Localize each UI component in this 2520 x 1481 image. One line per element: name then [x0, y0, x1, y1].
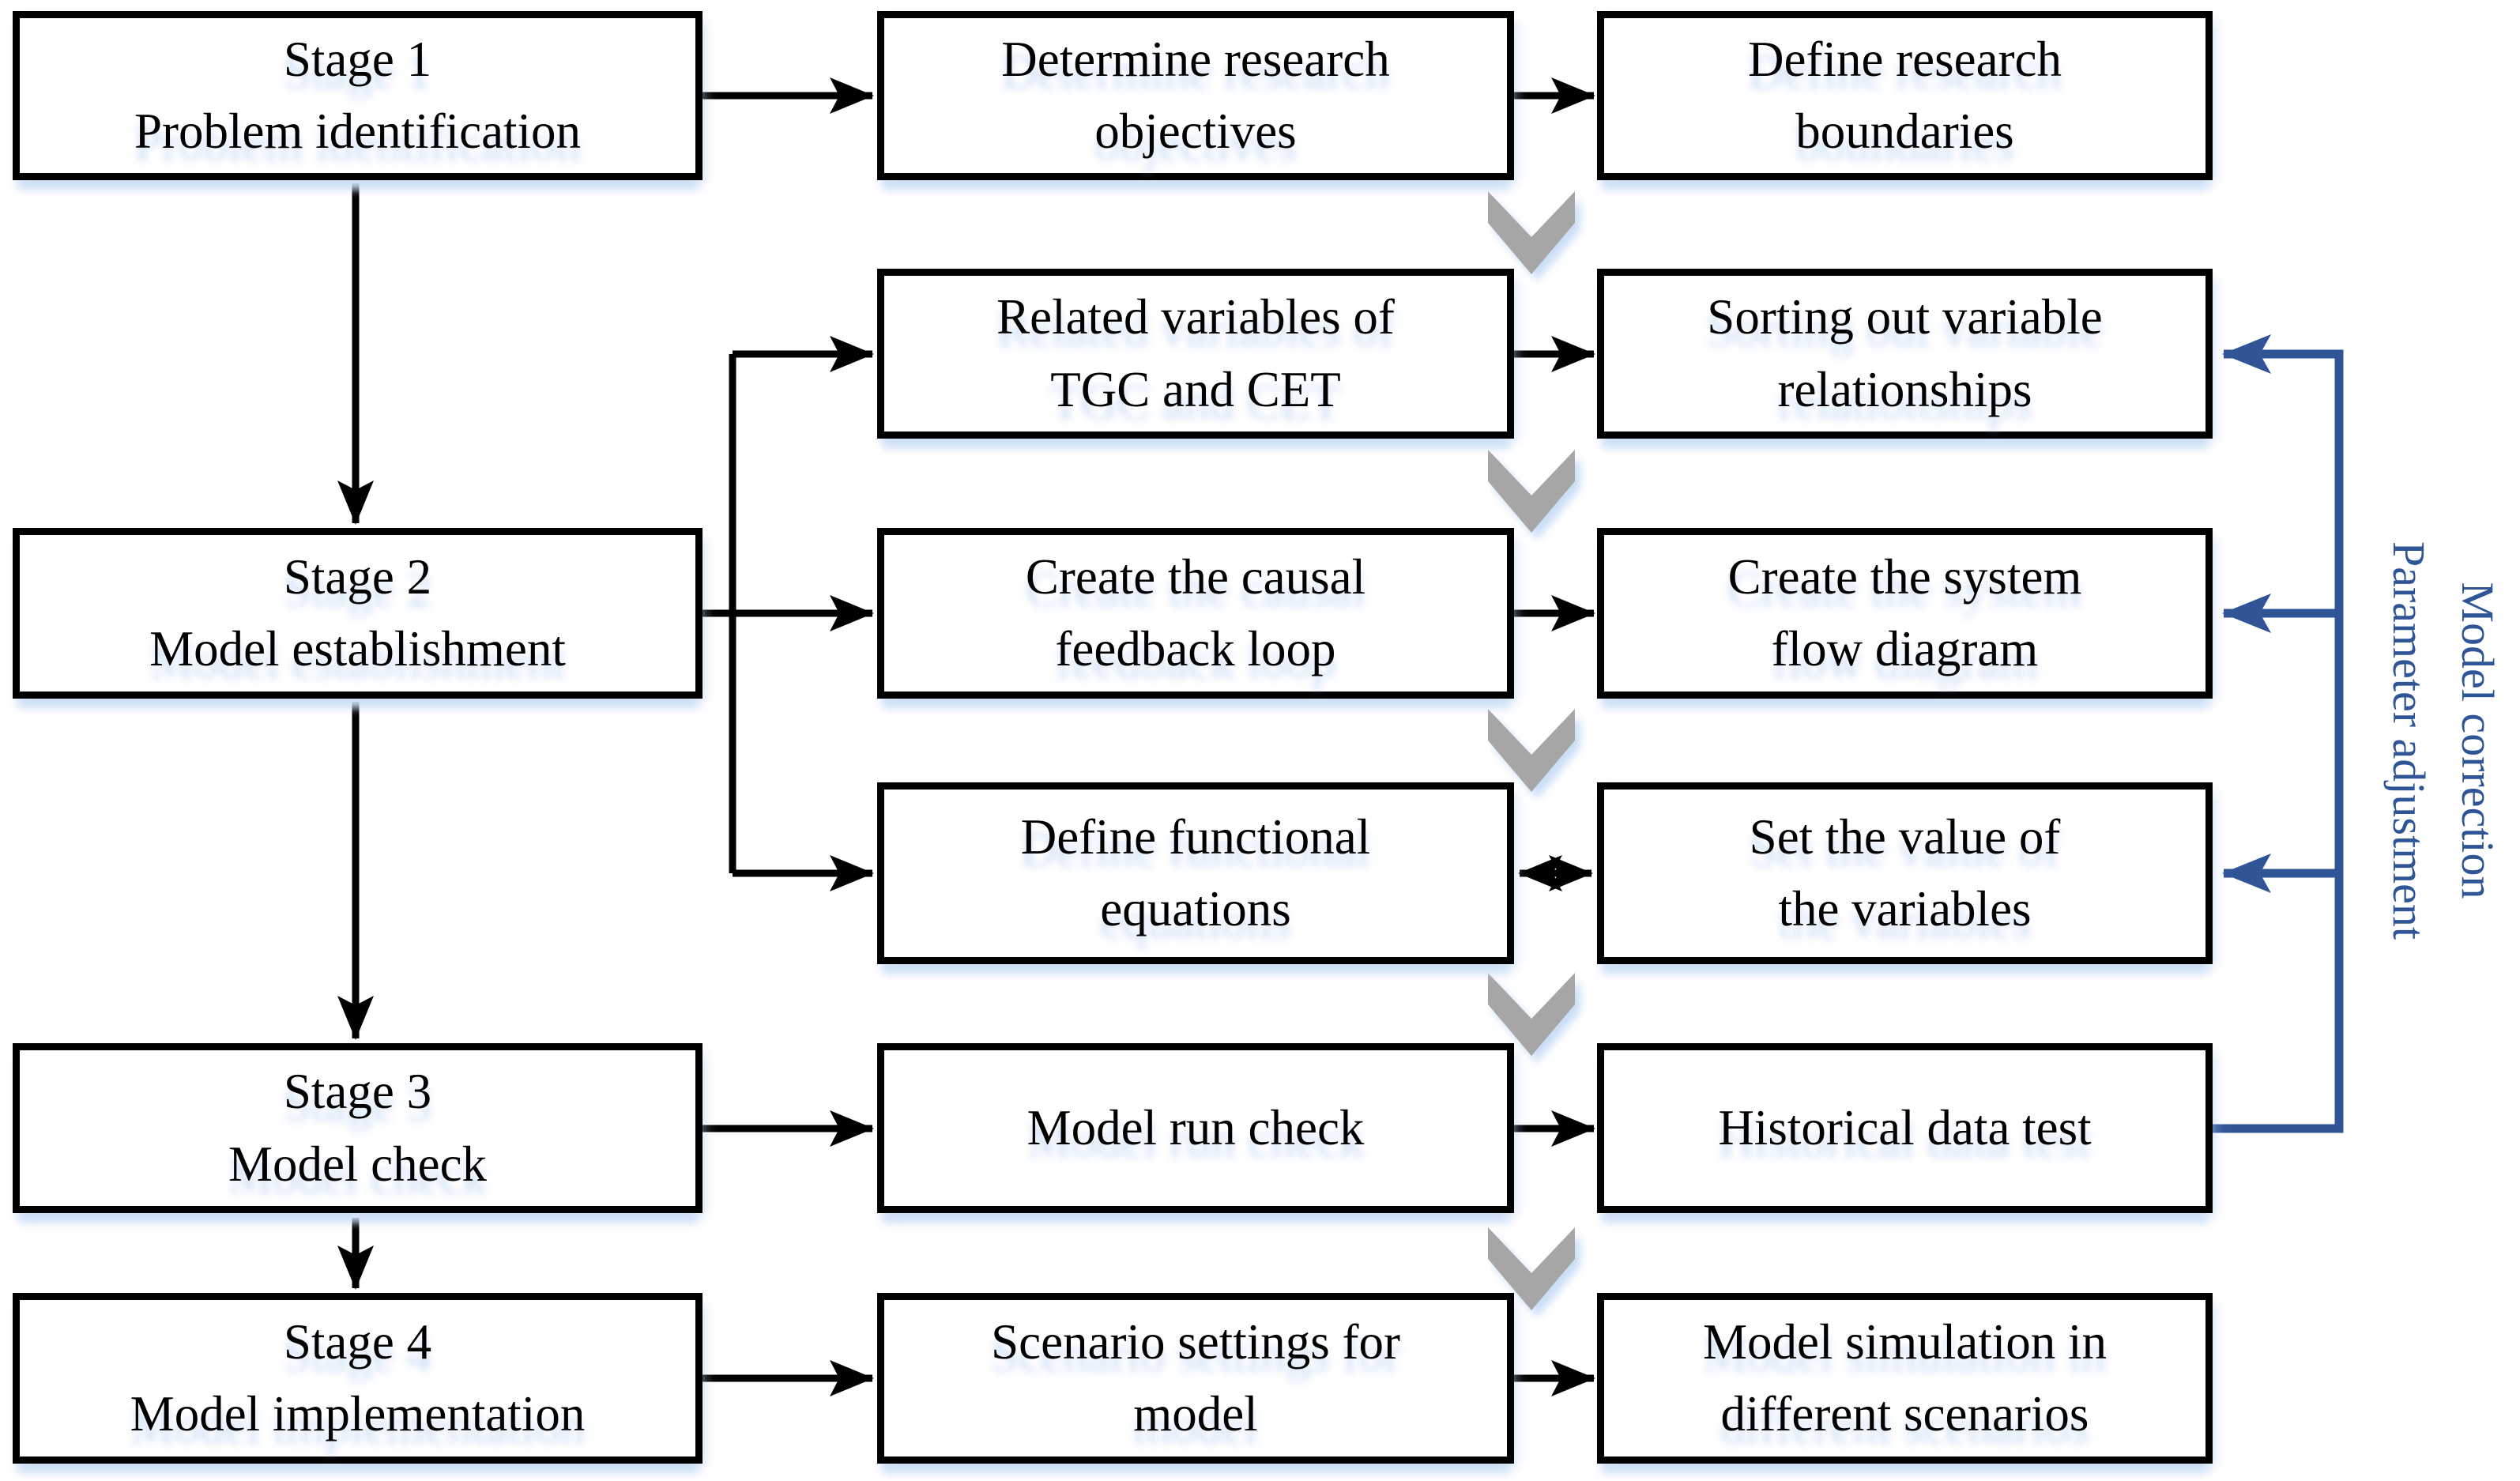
- chevron-down-icon: [1488, 973, 1575, 1056]
- box-scenario-settings-for-model: Scenario settings for model: [877, 1293, 1514, 1464]
- feedback-lines: [2213, 334, 2344, 1133]
- box-model-run-check: Model run check: [877, 1043, 1514, 1213]
- box-create-system-flow-diagram: Create the system flow diagram: [1597, 528, 2213, 699]
- box-create-causal-feedback-loop: Create the causal feedback loop: [877, 528, 1514, 699]
- box-stage3-model-check: Stage 3 Model check: [13, 1043, 703, 1213]
- chevron-down-icon: [1488, 709, 1575, 792]
- chevron-group: [1488, 191, 1575, 1310]
- box-model-simulation-different-scenarios: Model simulation in different scenarios: [1597, 1293, 2213, 1464]
- chevron-down-icon: [1488, 450, 1575, 533]
- feedback-arrow-to-r2: [2213, 334, 2344, 1133]
- box-historical-data-test: Historical data test: [1597, 1043, 2213, 1213]
- box-stage4-model-implementation: Stage 4 Model implementation: [13, 1293, 703, 1464]
- feedback-label-model-correction-parameter-adjustment: Model correction Parameter adjustment: [2383, 541, 2503, 940]
- box-define-functional-equations: Define functional equations: [877, 782, 1514, 964]
- box-stage2-model-establishment: Stage 2 Model establishment: [13, 528, 703, 699]
- box-define-research-boundaries: Define research boundaries: [1597, 11, 2213, 180]
- box-sorting-out-variable-relationships: Sorting out variable relationships: [1597, 269, 2213, 439]
- box-set-value-of-variables: Set the value of the variables: [1597, 782, 2213, 964]
- box-related-variables-tgc-cet: Related variables of TGC and CET: [877, 269, 1514, 439]
- chevron-down-icon: [1488, 191, 1575, 274]
- box-determine-research-objectives: Determine research objectives: [877, 11, 1514, 180]
- chevron-down-icon: [1488, 1227, 1575, 1310]
- box-stage1-problem-identification: Stage 1 Problem identification: [13, 11, 703, 180]
- black-flow-lines: [337, 77, 1595, 1396]
